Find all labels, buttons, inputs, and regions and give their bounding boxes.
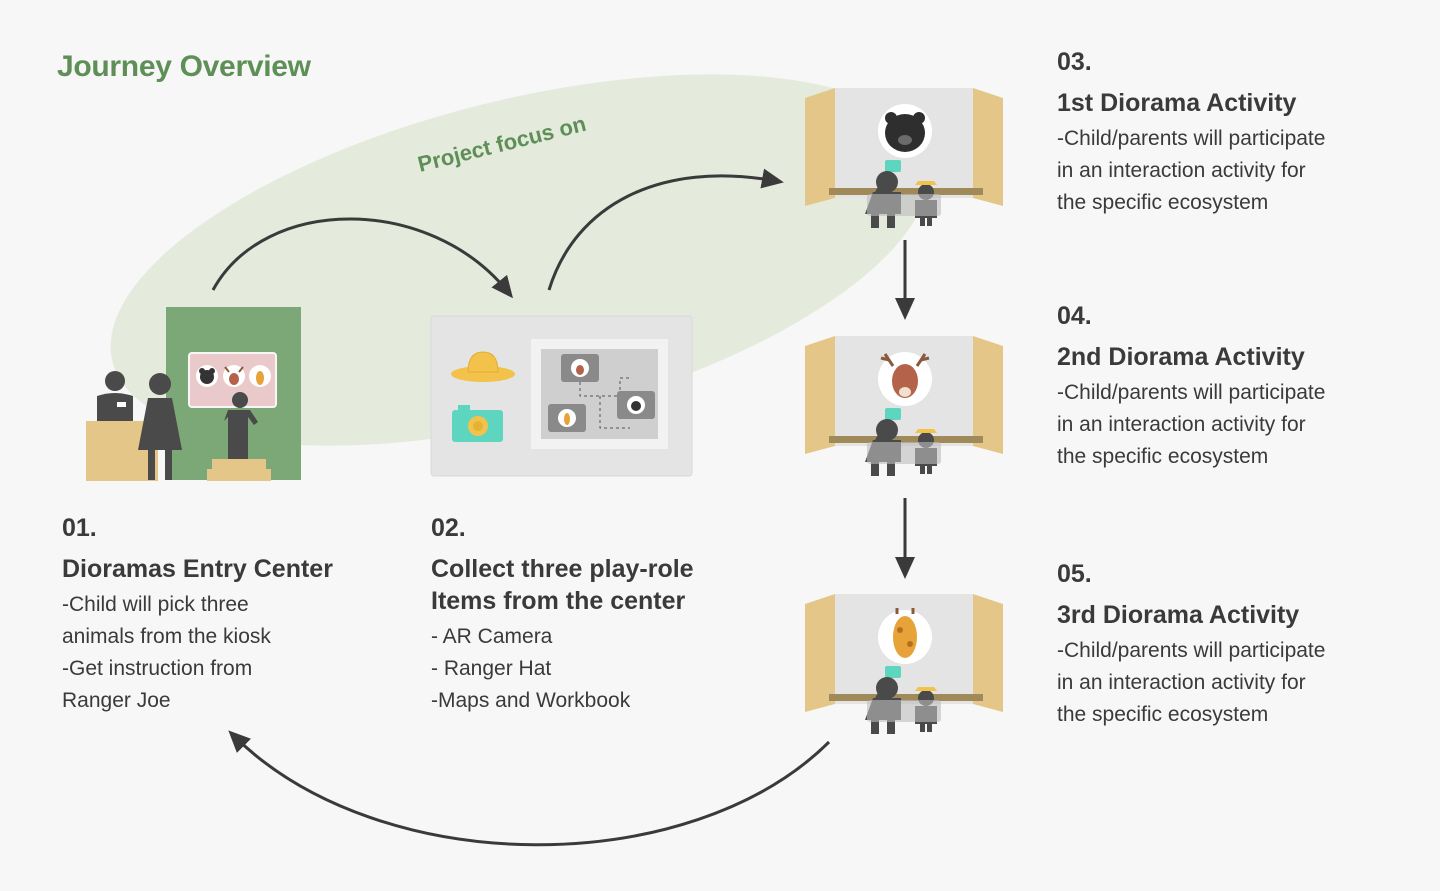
step-01: 01. Dioramas Entry Center -Child will pi… (62, 514, 392, 717)
step-line: -Maps and Workbook (431, 689, 631, 712)
ranger-hat-icon (451, 351, 515, 382)
booth-left-wing (805, 336, 835, 454)
child-pedestal (212, 459, 266, 471)
step-heading: 3rd Diorama Activity (1057, 601, 1300, 629)
step-02: 02. Collect three play-role Items from t… (431, 514, 761, 717)
step-number: 01. (62, 514, 97, 542)
step-line: Ranger Joe (62, 689, 171, 712)
step-heading: Collect three play-role (431, 555, 694, 583)
step-heading: Items from the center (431, 587, 686, 615)
booth-left-wing (805, 88, 835, 206)
step-04: 04. 2nd Diorama Activity -Child/parents … (1057, 302, 1417, 473)
ar-camera-icon (452, 405, 503, 442)
step-number: 04. (1057, 302, 1092, 330)
step-heading: 2nd Diorama Activity (1057, 343, 1305, 371)
step-line: the specific ecosystem (1057, 445, 1269, 468)
items-center-illustration (430, 315, 693, 477)
parent-figure (138, 373, 182, 480)
giraffe-icon (878, 608, 932, 664)
step-heading: Dioramas Entry Center (62, 555, 333, 583)
step-number: 05. (1057, 560, 1092, 588)
booth-right-wing (973, 594, 1003, 712)
step-number: 03. (1057, 48, 1092, 76)
diorama-booth-2 (805, 336, 1003, 476)
child-pedestal-base (207, 469, 271, 481)
page-title: Journey Overview (57, 50, 311, 83)
map-bear-marker (617, 391, 655, 419)
step-line: -Get instruction from (62, 657, 253, 680)
arrow-return-to-entry (228, 730, 831, 847)
ranger-figure (97, 371, 133, 421)
activity-box (867, 700, 941, 722)
step-05: 05. 3rd Diorama Activity -Child/parents … (1057, 560, 1417, 731)
project-focus-area (110, 74, 930, 446)
diorama-booth-3 (805, 594, 1003, 734)
ar-phone (885, 408, 901, 420)
step-line: -Child/parents will participate (1057, 639, 1326, 662)
booth-right-wing (973, 88, 1003, 206)
map-giraffe-marker (548, 404, 586, 432)
step-line: - AR Camera (431, 625, 553, 648)
step-line: -Child will pick three (62, 593, 249, 616)
diorama-booth-1 (805, 88, 1003, 228)
booth-counter (829, 694, 983, 701)
step-number: 02. (431, 514, 466, 542)
step-line: the specific ecosystem (1057, 703, 1269, 726)
map-deer-marker (561, 354, 599, 382)
booth-left-wing (805, 594, 835, 712)
ar-phone (885, 160, 901, 172)
step-line: animals from the kiosk (62, 625, 271, 648)
deer-icon (223, 365, 245, 387)
booth-counter (829, 188, 983, 195)
step-line: -Child/parents will participate (1057, 127, 1326, 150)
step-heading: 1st Diorama Activity (1057, 89, 1297, 117)
activity-box (867, 194, 941, 216)
booth-right-wing (973, 336, 1003, 454)
deer-icon (878, 352, 932, 406)
step-line: - Ranger Hat (431, 657, 552, 680)
entry-center-illustration (86, 307, 301, 481)
arrow-items-to-diorama-1 (547, 168, 784, 291)
ar-phone (885, 666, 901, 678)
child-figure (224, 392, 258, 459)
giraffe-icon (249, 365, 271, 387)
step-line: -Child/parents will participate (1057, 381, 1326, 404)
step-03: 03. 1st Diorama Activity -Child/parents … (1057, 48, 1417, 219)
bear-icon (196, 365, 218, 387)
activity-box (867, 442, 941, 464)
arrow-entry-to-items (211, 217, 514, 299)
step-line: in an interaction activity for (1057, 413, 1306, 436)
step-line: in an interaction activity for (1057, 671, 1306, 694)
step-line: the specific ecosystem (1057, 191, 1269, 214)
bear-icon (878, 104, 932, 158)
booth-counter (829, 436, 983, 443)
step-line: in an interaction activity for (1057, 159, 1306, 182)
